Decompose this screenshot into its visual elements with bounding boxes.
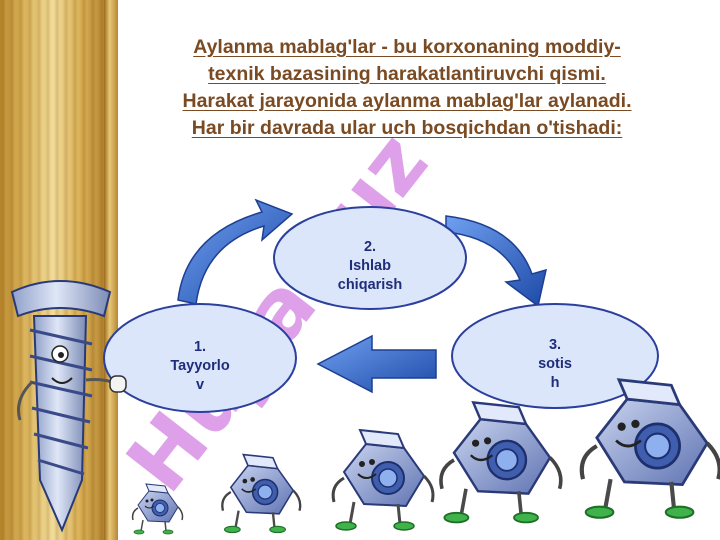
hex-nut-character-icon — [331, 428, 435, 532]
title-line-3: Harakat jarayonida aylanma mablag'lar ay… — [182, 90, 632, 112]
hex-nut-character-icon — [439, 400, 563, 525]
title-line-4: Har bir davrada ular uch bosqichdan o'ti… — [191, 117, 623, 139]
wood-panel-edge — [104, 0, 118, 540]
stage-2-ellipse — [273, 206, 467, 310]
stage-3-text: sotis — [538, 356, 572, 372]
stage-3-label: 3. sotis h — [495, 336, 615, 393]
stage-1-ellipse — [103, 303, 297, 413]
stage-1-number: 1. — [193, 339, 207, 355]
stage-2-text-cont: chiqarish — [337, 277, 403, 293]
stage-2-label: 2. Ishlab chiqarish — [310, 238, 430, 295]
stage-1-text: Tayyorlo — [170, 358, 230, 374]
hex-nut-character-icon — [221, 453, 302, 534]
stage-1-text-cont: v — [195, 377, 205, 393]
stage-3-ellipse — [451, 303, 659, 409]
stage-1-label: 1. Tayyorlo v — [140, 338, 260, 395]
arrow-stage1-to-stage2 — [177, 198, 294, 305]
stage-3-number: 3. — [548, 337, 562, 353]
stage-3-text-cont: h — [550, 375, 560, 391]
slide-title: Aylanma mablag'lar - bu korxonaning modd… — [118, 34, 696, 142]
stage-2-text: Ishlab — [349, 258, 391, 274]
title-line-1: Aylanma mablag'lar - bu korxonaning modd… — [193, 36, 621, 58]
arrow-stage3-to-stage1 — [316, 334, 437, 394]
title-line-2: texnik bazasining harakatlantiruvchi qis… — [208, 63, 606, 85]
stage-2-number: 2. — [363, 239, 377, 255]
screw-character-icon — [10, 280, 127, 533]
